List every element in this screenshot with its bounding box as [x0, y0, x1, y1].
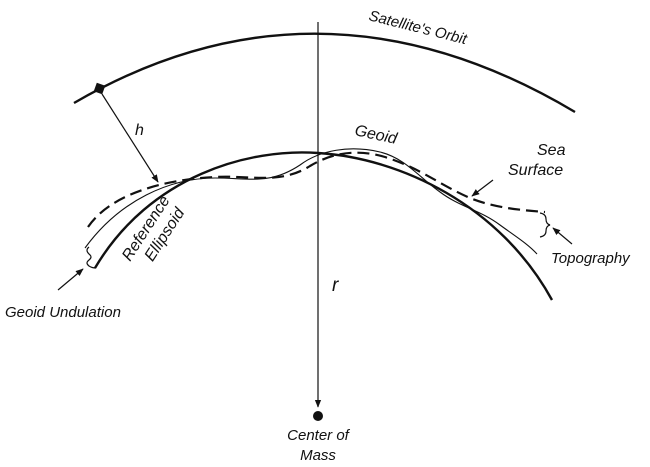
r-label: r — [332, 275, 339, 296]
sea-surface-arrow — [471, 179, 494, 197]
topography-arrow — [552, 227, 573, 245]
topography-brace — [539, 212, 551, 238]
geoid-undulation-arrow — [57, 268, 84, 291]
center-of-mass-label-line2: Mass — [300, 447, 336, 464]
geoid-undulation-brace — [86, 246, 97, 269]
satellite-orbit-arc — [73, 32, 576, 114]
h-arrow — [101, 93, 159, 183]
geoid-label: Geoid — [353, 122, 399, 148]
sea-surface-label-line1: Sea — [537, 142, 566, 159]
h-label: h — [135, 122, 144, 139]
center-of-mass-label-line1: Center of — [287, 427, 351, 444]
topography-label: Topography — [551, 250, 631, 267]
sea-surface-label-line2: Surface — [508, 162, 563, 179]
reference-ellipsoid-curve — [93, 151, 554, 301]
sea-surface-curve — [87, 151, 546, 228]
geoid-undulation-label: Geoid Undulation — [5, 304, 121, 321]
satellite-orbit-label: Satellite's Orbit — [367, 7, 469, 48]
satellite-marker — [93, 82, 106, 95]
center-of-mass-dot — [313, 411, 323, 421]
